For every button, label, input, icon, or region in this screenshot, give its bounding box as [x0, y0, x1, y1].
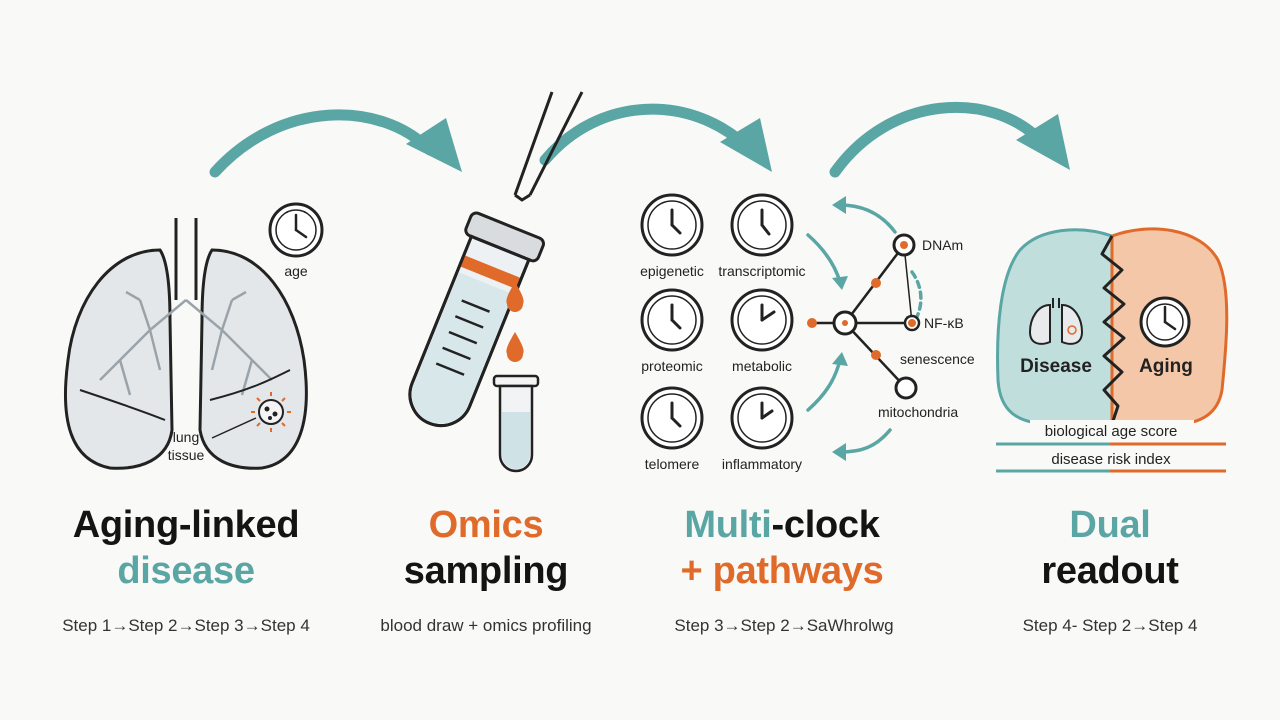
clock-icon-2	[640, 288, 704, 352]
tumor-icon	[251, 392, 291, 432]
blood-tube-icon	[408, 211, 545, 428]
clock-icon-3	[730, 288, 794, 352]
mini-lungs-icon	[1028, 298, 1084, 345]
clock-label-3: metabolic	[732, 358, 792, 374]
node-label-dnam: DNAm	[922, 237, 963, 253]
age-clock-icon	[268, 202, 324, 258]
pathway-network	[807, 233, 921, 400]
clock-grid: epigenetic transcriptomic proteomic metabol…	[640, 193, 806, 472]
flow-arrow-1	[209, 109, 462, 178]
clock-label-0: epigenetic	[640, 263, 704, 279]
node-label-senescence: senescence	[900, 351, 975, 367]
panel4-caption: Step 4- Step 2→Step 4	[1022, 616, 1198, 635]
clock-label-5: inflammatory	[722, 456, 802, 472]
flow-arrow-2	[539, 103, 772, 172]
sample-vial-icon	[492, 374, 540, 473]
readout-aging-label: Aging	[1139, 356, 1193, 377]
panel1-caption: Step 1→Step 2→Step 3→Step 4	[62, 616, 310, 635]
readout-disease-label: Disease	[1020, 356, 1092, 377]
dual-readout-illustration	[996, 227, 1229, 426]
clock-label-1: transcriptomic	[718, 263, 805, 279]
panel4-title-line1: Dual	[1069, 504, 1151, 546]
panel2-caption: blood draw + omics profiling	[380, 616, 592, 635]
panel3-title-line2: + pathways	[680, 550, 884, 592]
clock-icon-4	[640, 386, 704, 450]
readout-clock-icon	[1139, 296, 1191, 348]
panel3-title-line1: Multi-clock	[684, 504, 880, 546]
bar-label-biological-age: biological age score	[1045, 423, 1178, 440]
panel2-title: Omics sampling	[326, 502, 646, 594]
panel2-title-line2: sampling	[403, 550, 569, 592]
clock-icon-1	[730, 193, 794, 257]
panel1-title-line1: Aging-linked	[72, 504, 300, 546]
node-label-nfkb: NF-κB	[924, 315, 964, 331]
panel3-title: Multi-clock + pathways	[622, 502, 942, 594]
clock-label-4: telomere	[645, 456, 700, 472]
panel2-title-line1: Omics	[428, 504, 544, 546]
flow-arrow-3	[829, 101, 1070, 178]
clock-icon-5	[730, 386, 794, 450]
tissue-label-line2: tissue	[168, 447, 205, 463]
panel3-caption: Step 3→Step 2→SaWhrolwg	[674, 616, 894, 635]
blood-drops	[506, 282, 524, 362]
pipette-icon	[513, 91, 584, 202]
bar-label-disease-risk: disease risk index	[1051, 451, 1171, 468]
panel4-title: Dual readout	[950, 502, 1270, 594]
tissue-label-line1: lung	[173, 429, 199, 445]
clock-label-2: proteomic	[641, 358, 702, 374]
age-label: age	[284, 263, 308, 279]
readout-bars	[996, 442, 1226, 473]
clock-icon-0	[640, 193, 704, 257]
panel4-title-line2: readout	[1041, 550, 1179, 592]
lungs-illustration	[64, 218, 308, 470]
panel1-title-line2: disease	[117, 550, 255, 592]
node-label-mitochondria: mitochondria	[878, 404, 958, 420]
panel1-title: Aging-linked disease	[26, 502, 346, 594]
